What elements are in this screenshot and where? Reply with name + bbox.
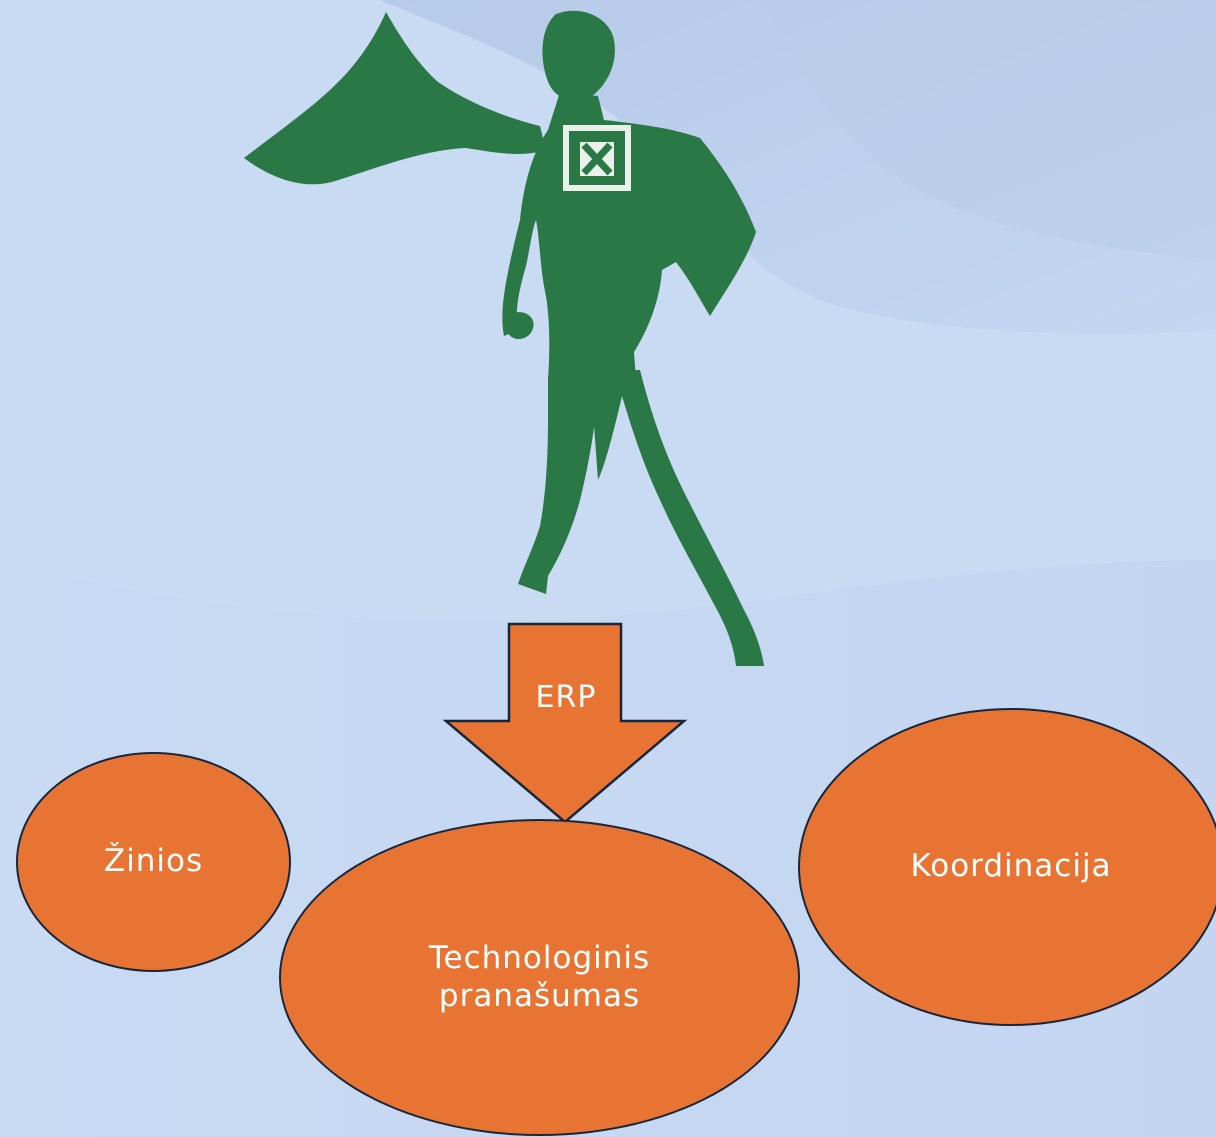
node-ziniai-label: Žinios <box>103 843 204 880</box>
arrow-label: ERP <box>535 680 597 715</box>
node-tech-label: Technologinis pranašumas <box>428 940 651 1014</box>
node-technologinis-pranasumas: Technologinis pranašumas <box>279 819 800 1136</box>
node-koordinacija: Koordinacija <box>798 708 1216 1026</box>
node-ziniai: Žinios <box>16 752 291 972</box>
node-koord-label: Koordinacija <box>910 848 1112 885</box>
